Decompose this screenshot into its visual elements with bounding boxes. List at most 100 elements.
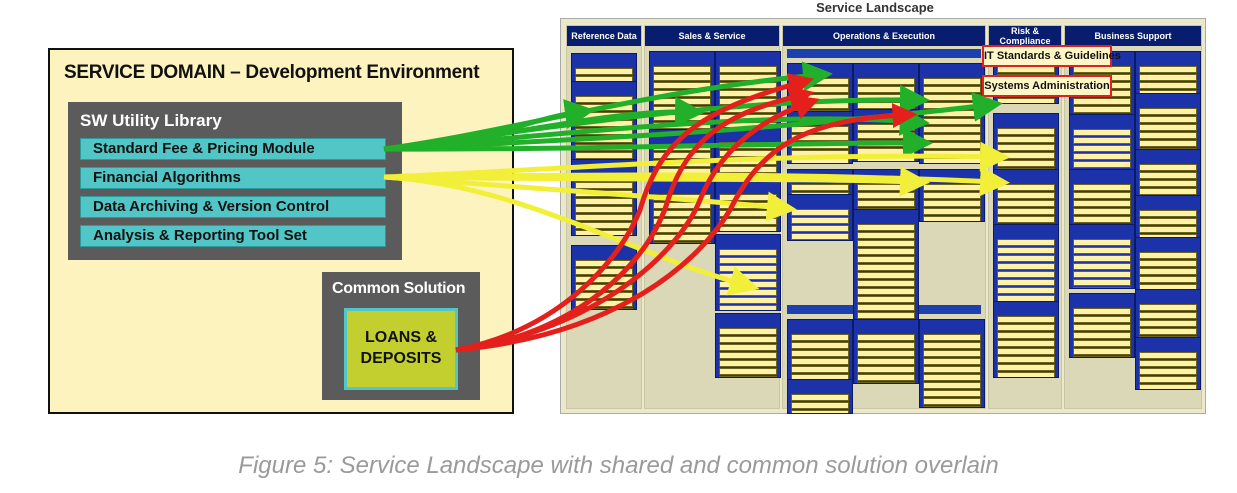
function-row (997, 348, 1055, 355)
function-row (997, 255, 1055, 262)
loans-deposits-box: LOANS & DEPOSITS (344, 308, 458, 390)
function-row (857, 224, 915, 231)
function-row (857, 264, 915, 271)
function-row (857, 280, 915, 287)
function-row (857, 256, 915, 263)
loans-deposits-line1: LOANS & (365, 329, 437, 346)
function-row (1073, 153, 1131, 160)
callout-systems-administration: Systems Administration (982, 75, 1112, 97)
function-row (1139, 132, 1197, 139)
function-row (719, 376, 777, 377)
function-row (791, 366, 849, 373)
function-row (997, 208, 1055, 215)
function-row (653, 242, 711, 243)
function-row (575, 206, 633, 213)
function-row (791, 225, 849, 232)
function-row (1073, 340, 1131, 347)
service-landscape-title: Service Landscape (816, 0, 934, 15)
function-row (1139, 124, 1197, 131)
function-group-box (1135, 337, 1201, 390)
function-row (653, 210, 711, 217)
function-group-box (919, 319, 985, 408)
function-row (857, 288, 915, 295)
function-row (1139, 172, 1197, 179)
module-standard-fee-pricing: Standard Fee & Pricing Module (80, 138, 386, 160)
function-row (1073, 98, 1131, 105)
function-row (857, 374, 915, 381)
function-row (653, 202, 711, 209)
function-row (791, 134, 849, 141)
function-row (653, 74, 711, 81)
function-row (923, 78, 981, 85)
function-row (923, 358, 981, 365)
function-row (857, 240, 915, 247)
function-row (857, 78, 915, 85)
function-row (575, 198, 633, 205)
function-group-box (993, 301, 1059, 378)
column-header-reference-data: Reference Data (567, 26, 641, 46)
function-row (1073, 145, 1131, 152)
function-group-box (715, 313, 781, 378)
function-group-box (1135, 289, 1201, 342)
function-row (1073, 255, 1131, 262)
function-row (1073, 316, 1131, 323)
function-row (997, 372, 1055, 377)
function-row (1073, 192, 1131, 199)
function-row (1073, 356, 1131, 357)
function-row (1073, 263, 1131, 270)
function-row (1139, 164, 1197, 171)
function-row (575, 152, 633, 159)
function-row (923, 208, 981, 215)
function-row (719, 352, 777, 359)
module-analysis-reporting: Analysis & Reporting Tool Set (80, 225, 386, 247)
function-row (997, 247, 1055, 254)
function-row (1139, 360, 1197, 367)
module-data-archiving: Data Archiving & Version Control (80, 196, 386, 218)
function-row (857, 200, 915, 207)
function-row (1073, 287, 1131, 288)
function-row (575, 214, 633, 221)
function-row (719, 297, 777, 304)
function-row (653, 218, 711, 225)
function-row (923, 366, 981, 373)
function-row (1139, 140, 1197, 147)
function-row (719, 360, 777, 367)
function-row (1139, 252, 1197, 259)
function-group-box (853, 319, 919, 384)
function-row (997, 287, 1055, 294)
function-row (857, 312, 915, 319)
function-row (1073, 106, 1131, 113)
sw-utility-library: SW Utility Library Standard Fee & Pricin… (68, 102, 402, 260)
function-row (997, 271, 1055, 278)
common-solution-title: Common Solution (332, 280, 466, 297)
function-row (923, 342, 981, 349)
function-row (997, 332, 1055, 339)
function-row (923, 334, 981, 341)
function-row (857, 248, 915, 255)
function-row (719, 166, 777, 173)
function-row (997, 239, 1055, 246)
function-row (791, 350, 849, 357)
function-group-box (1069, 224, 1135, 289)
function-row (1073, 137, 1131, 144)
function-row (653, 152, 711, 159)
function-row (1139, 226, 1197, 233)
column-header-risk-compliance: Risk & Compliance (989, 26, 1061, 46)
function-row (857, 382, 915, 383)
function-row (997, 316, 1055, 323)
function-row (1073, 324, 1131, 331)
function-row (857, 358, 915, 365)
function-row (1073, 216, 1131, 223)
function-group-box (853, 209, 919, 322)
column-header-operations-execution: Operations & Execution (783, 26, 985, 46)
function-row (719, 328, 777, 335)
function-row (1073, 208, 1131, 215)
function-row (719, 344, 777, 351)
function-group-box (1069, 293, 1135, 358)
function-row (1139, 312, 1197, 319)
function-row (1073, 184, 1131, 191)
function-row (791, 342, 849, 349)
service-domain-panel: SERVICE DOMAIN – Development Environment… (48, 48, 514, 414)
function-row (857, 232, 915, 239)
